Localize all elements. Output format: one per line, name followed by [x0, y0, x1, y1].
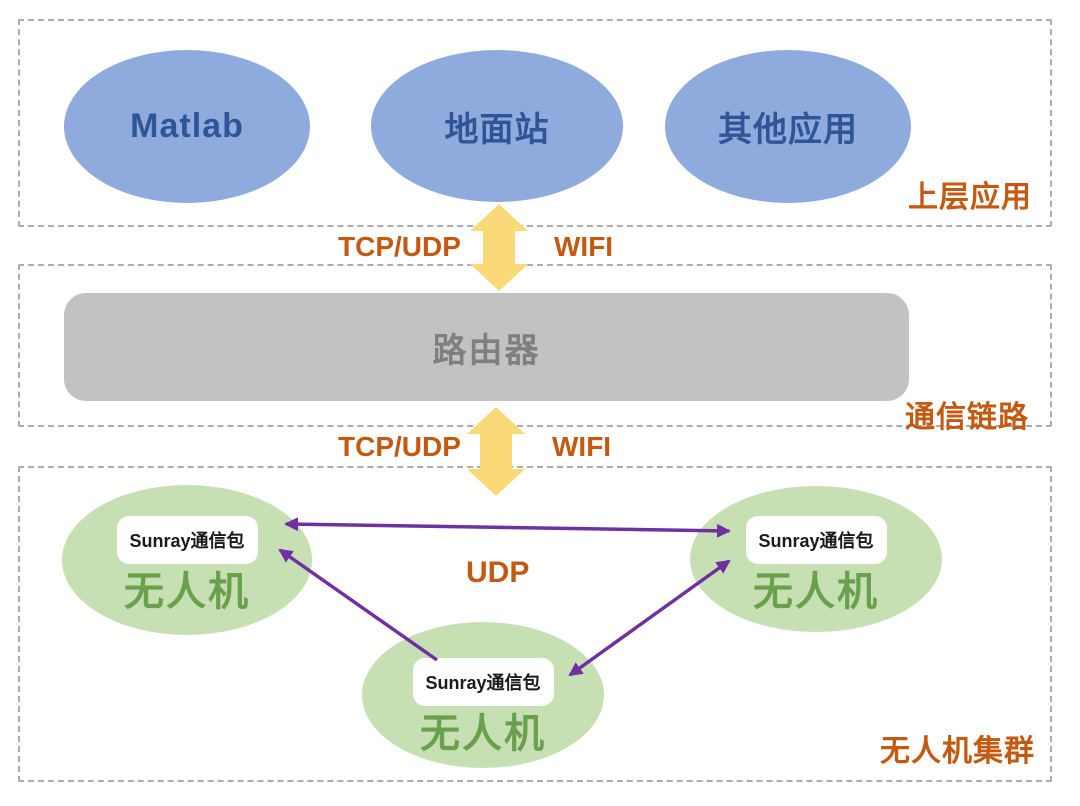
drone-swarm-tag: 无人机集群	[880, 735, 1035, 768]
app-node-other-apps-label: 其他应用	[718, 111, 858, 149]
drone-name-left: 无人机	[124, 570, 250, 614]
drone-node-left: Sunray通信包 无人机	[62, 485, 312, 635]
sunray-package-box-left: Sunray通信包	[116, 516, 258, 564]
tcp-udp-label-bottom: TCP/UDP	[338, 431, 461, 462]
sunray-package-label-left: Sunray通信包	[129, 531, 245, 551]
app-node-ground-station-label: 地面站	[444, 110, 550, 149]
upper-layer-tag: 上层应用	[908, 181, 1032, 214]
drone-node-right: Sunray通信包 无人机	[690, 486, 942, 632]
communication-link-box	[18, 264, 1052, 427]
communication-link-tag: 通信链路	[905, 401, 1029, 434]
sunray-package-label-right: Sunray通信包	[758, 531, 874, 551]
router-node: 路由器	[64, 293, 909, 401]
tcp-udp-label-top: TCP/UDP	[338, 231, 461, 262]
app-node-matlab-label: Matlab	[130, 107, 244, 145]
udp-protocol-label: UDP	[466, 556, 530, 589]
drone-node-bottom: Sunray通信包 无人机	[362, 622, 604, 768]
app-node-ground-station: 地面站	[371, 50, 623, 202]
sunray-package-label-bottom: Sunray通信包	[425, 673, 541, 693]
router-label: 路由器	[432, 331, 541, 370]
drone-name-bottom: 无人机	[420, 712, 546, 756]
app-node-other-apps: 其他应用	[665, 50, 911, 203]
drone-swarm-box	[18, 466, 1052, 782]
drone-name-right: 无人机	[753, 570, 879, 614]
wifi-label-bottom: WIFI	[552, 431, 612, 462]
upper-layer-box	[18, 19, 1052, 227]
sunray-package-box-bottom: Sunray通信包	[412, 658, 554, 706]
app-node-matlab: Matlab	[64, 50, 310, 203]
sunray-package-box-right: Sunray通信包	[745, 516, 887, 564]
wifi-label-top: WIFI	[554, 231, 614, 262]
